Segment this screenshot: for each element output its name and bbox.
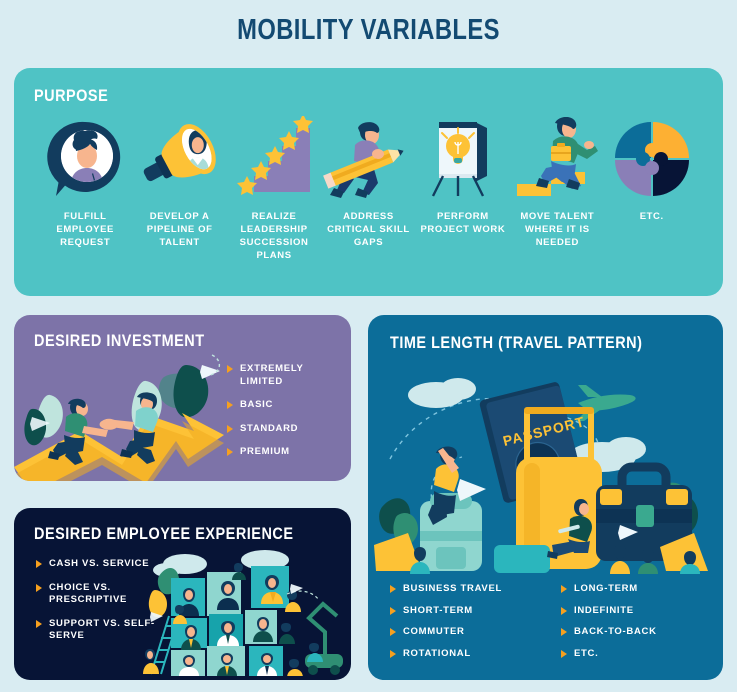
triangle-bullet-icon xyxy=(227,448,233,456)
list-item-label: COMMUTER xyxy=(403,626,465,637)
triangle-bullet-icon xyxy=(390,606,396,615)
list-item-label: PREMIUM xyxy=(240,446,290,457)
travel-luggage-passport-airplane-illustration: PASSPORT xyxy=(374,359,718,574)
purpose-item-label: FULFILL EMPLOYEE REQUEST xyxy=(56,211,114,248)
purpose-items-row: FULFILL EMPLOYEE REQUEST xyxy=(14,106,723,262)
triangle-bullet-icon xyxy=(227,401,233,409)
purpose-item-address-skill-gaps: ADDRESS CRITICAL SKILL GAPS xyxy=(321,114,415,262)
purpose-heading: PURPOSE xyxy=(34,86,109,105)
list-item-label: LONG-TERM xyxy=(574,583,638,594)
triangle-bullet-icon xyxy=(227,424,233,433)
list-item: SHORT-TERM xyxy=(390,605,539,618)
time-length-lists: BUSINESS TRAVEL SHORT-TERM COMMUTER ROTA… xyxy=(390,583,710,669)
triangle-bullet-icon xyxy=(561,585,567,593)
purpose-item-fulfill-employee-request: FULFILL EMPLOYEE REQUEST xyxy=(38,114,132,262)
desired-investment-list: EXTREMELY LIMITED BASIC STANDARD PREMIUM xyxy=(227,363,337,470)
list-item-label: SUPPORT VS. SELF-SERVE xyxy=(49,617,155,642)
purpose-item-label: PERFORM PROJECT WORK xyxy=(420,211,506,235)
list-item-label: CASH VS. SERVICE xyxy=(49,558,150,569)
desired-employee-experience-panel: DESIRED EMPLOYEE EXPERIENCE CASH VS. SER… xyxy=(14,508,351,680)
list-item: BUSINESS TRAVEL xyxy=(390,583,539,596)
list-item: LONG-TERM xyxy=(561,583,710,596)
time-length-list-right: LONG-TERM INDEFINITE BACK-TO-BACK ETC. xyxy=(561,583,710,669)
purpose-item-realize-succession: REALIZE LEADERSHIP SUCCESSION PLANS xyxy=(227,114,321,262)
list-item-label: INDEFINITE xyxy=(574,604,634,616)
list-item: INDEFINITE xyxy=(561,605,710,618)
puzzle-circle-icon xyxy=(605,114,699,198)
list-item: SUPPORT VS. SELF-SERVE xyxy=(36,618,166,643)
triangle-bullet-icon xyxy=(561,606,567,615)
page-title: MOBILITY VARIABLES xyxy=(237,14,500,46)
list-item-label: STANDARD xyxy=(240,422,299,434)
person-carrying-pencil-icon xyxy=(321,114,415,198)
list-item: STANDARD xyxy=(227,423,337,436)
triangle-bullet-icon xyxy=(390,585,396,593)
list-item-label: SHORT-TERM xyxy=(403,604,473,616)
purpose-item-perform-project-work: PERFORM PROJECT WORK xyxy=(416,114,510,262)
list-item-label: ETC. xyxy=(574,647,599,659)
purpose-item-move-talent: MOVE TALENT WHERE IT IS NEEDED xyxy=(510,114,604,262)
speech-bubble-person-icon xyxy=(38,114,132,198)
time-length-panel: TIME LENGTH (TRAVEL PATTERN) xyxy=(368,315,723,680)
triangle-bullet-icon xyxy=(390,628,396,636)
list-item: CHOICE VS. PRESCRIPTIVE xyxy=(36,582,166,607)
telescope-person-icon xyxy=(132,114,226,198)
triangle-bullet-icon xyxy=(36,583,42,592)
time-length-heading: TIME LENGTH (TRAVEL PATTERN) xyxy=(390,333,643,352)
purpose-item-label: DEVELOP A PIPELINE OF TALENT xyxy=(146,211,213,248)
list-item-label: CHOICE VS. PRESCRIPTIVE xyxy=(49,581,128,606)
time-length-list-left: BUSINESS TRAVEL SHORT-TERM COMMUTER ROTA… xyxy=(390,583,539,669)
purpose-item-label: REALIZE LEADERSHIP SUCCESSION PLANS xyxy=(239,211,309,261)
employee-portrait-grid-illustration xyxy=(137,546,347,676)
purpose-item-label: MOVE TALENT WHERE IT IS NEEDED xyxy=(520,211,595,248)
list-item-label: BACK-TO-BACK xyxy=(574,626,657,637)
list-item: BASIC xyxy=(227,399,337,412)
list-item: ROTATIONAL xyxy=(390,648,539,661)
purpose-item-label: ADDRESS CRITICAL SKILL GAPS xyxy=(327,211,410,248)
desired-employee-experience-heading: DESIRED EMPLOYEE EXPERIENCE xyxy=(34,524,294,543)
triangle-bullet-icon xyxy=(227,365,233,373)
list-item: CASH VS. SERVICE xyxy=(36,558,166,571)
list-item-label: BUSINESS TRAVEL xyxy=(403,583,503,594)
purpose-panel: PURPOSE xyxy=(14,68,723,296)
handshake-on-rising-arrow-illustration xyxy=(14,347,264,481)
desired-employee-experience-list: CASH VS. SERVICE CHOICE VS. PRESCRIPTIVE… xyxy=(36,558,166,654)
desired-investment-heading: DESIRED INVESTMENT xyxy=(34,331,205,350)
list-item: COMMUTER xyxy=(390,626,539,639)
purpose-item-develop-pipeline: DEVELOP A PIPELINE OF TALENT xyxy=(132,114,226,262)
triangle-bullet-icon xyxy=(36,619,42,628)
stairs-stars-icon xyxy=(227,114,321,198)
list-item: ETC. xyxy=(561,648,710,661)
list-item: PREMIUM xyxy=(227,446,337,459)
person-climbing-stairs-icon xyxy=(510,114,604,198)
purpose-item-label: ETC. xyxy=(639,211,664,222)
list-item: BACK-TO-BACK xyxy=(561,626,710,639)
triangle-bullet-icon xyxy=(36,560,42,568)
list-item-label: ROTATIONAL xyxy=(403,647,471,659)
triangle-bullet-icon xyxy=(390,649,396,658)
triangle-bullet-icon xyxy=(561,628,567,636)
list-item-label: BASIC xyxy=(240,399,274,410)
desired-investment-panel: DESIRED INVESTMENT xyxy=(14,315,351,481)
list-item: EXTREMELY LIMITED xyxy=(227,363,337,388)
triangle-bullet-icon xyxy=(561,649,567,658)
purpose-item-etc: ETC. xyxy=(605,114,699,262)
list-item-label: EXTREMELY LIMITED xyxy=(240,363,304,387)
flipchart-lightbulb-icon xyxy=(416,114,510,198)
